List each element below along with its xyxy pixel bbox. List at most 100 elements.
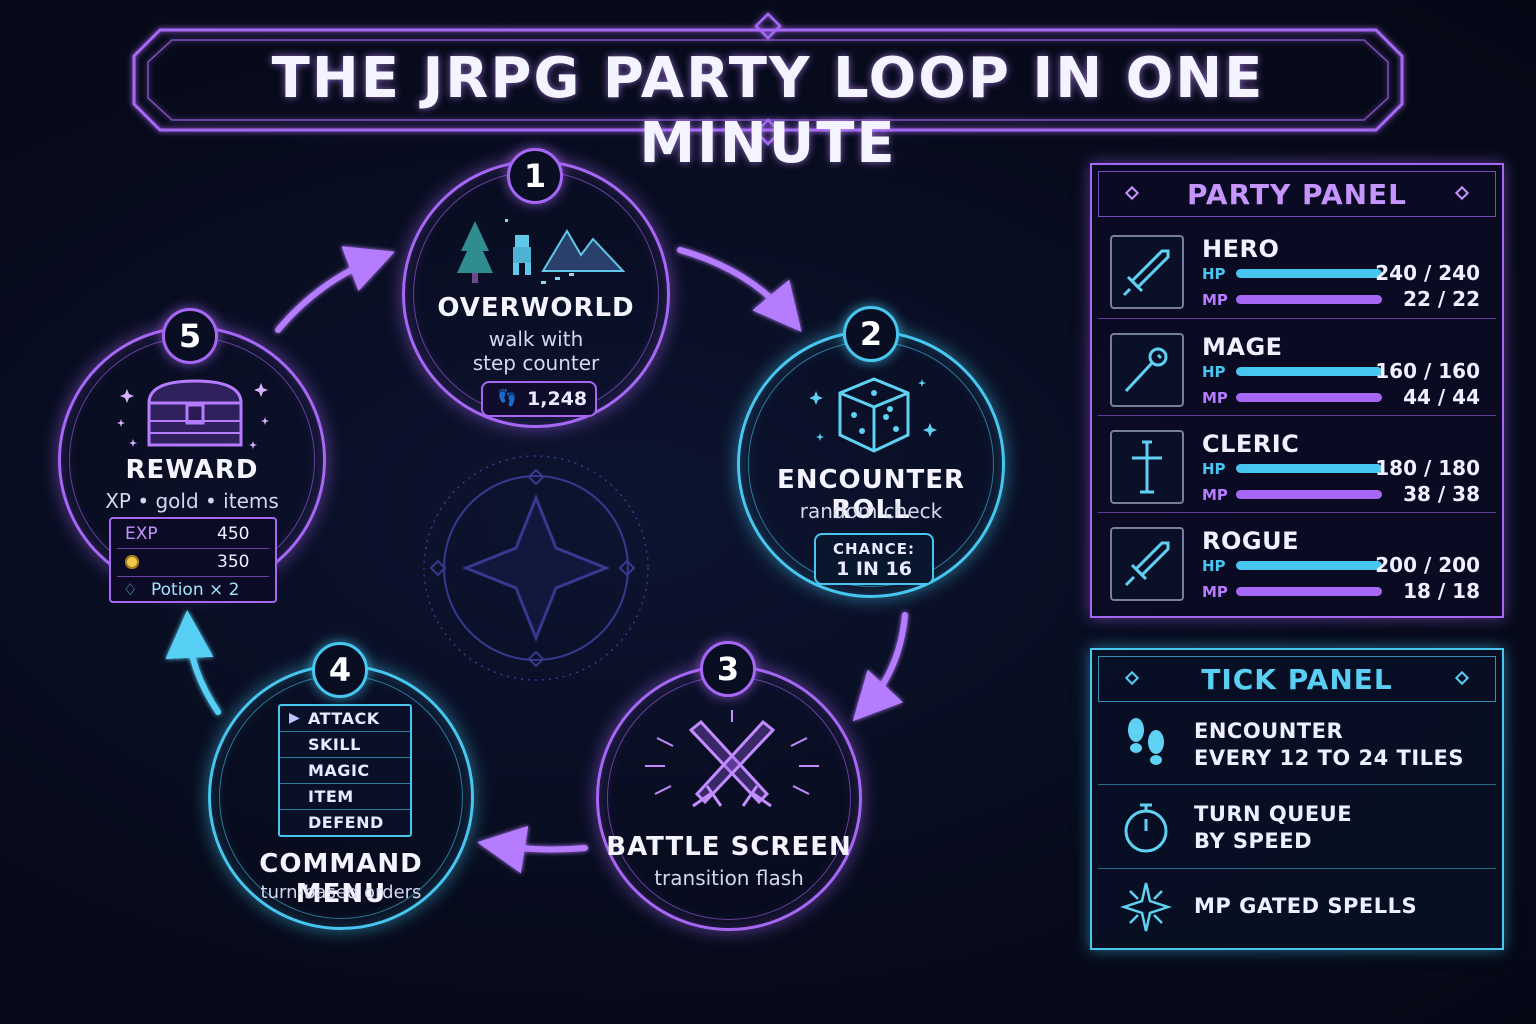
mp-value: 38 / 38 <box>1403 482 1480 506</box>
stage-title: BATTLE SCREEN <box>606 832 852 862</box>
hp-bar <box>1236 269 1382 278</box>
stage-title: COMMAND MENU <box>259 849 423 909</box>
stage-title: OVERWORLD <box>437 293 635 323</box>
staff-icon <box>1110 333 1184 407</box>
stage-subtitle-line1: walk with <box>488 327 584 351</box>
treasure-chest-icon <box>117 379 269 449</box>
footprints-icon <box>1128 718 1164 765</box>
mp-bar <box>1236 587 1382 596</box>
mp-label: MP <box>1202 486 1228 504</box>
hp-bar <box>1236 367 1382 376</box>
mp-value: 44 / 44 <box>1403 385 1480 409</box>
hp-label: HP <box>1202 265 1226 283</box>
menu-item-defend[interactable]: DEFEND <box>308 813 384 832</box>
stage-number-badge: 3 <box>700 641 756 697</box>
arrow-2-to-3 <box>852 612 908 722</box>
arrow-1-to-2 <box>677 247 802 332</box>
hp-value: 160 / 160 <box>1375 359 1480 383</box>
member-name: ROGUE <box>1202 527 1299 555</box>
hp-bar <box>1236 561 1382 570</box>
cross-icon <box>1110 430 1184 504</box>
diamond-icon <box>1454 185 1470 201</box>
tick-row-encounter: ENCOUNTER EVERY 12 TO 24 TILES <box>1098 702 1496 784</box>
party-member-rogue[interactable]: ROGUE HP 200 / 200 MP 18 / 18 <box>1098 512 1496 609</box>
arrow-3-to-4 <box>477 825 588 874</box>
sparkle-icon <box>1120 882 1172 932</box>
tick-panel-header: TICK PANEL <box>1098 656 1496 702</box>
coin-icon <box>125 555 139 569</box>
arrow-4-to-5 <box>165 610 221 715</box>
stage-number-badge: 5 <box>162 308 218 364</box>
tick-row-turn-queue: TURN QUEUE BY SPEED <box>1098 784 1496 869</box>
gold-value: 350 <box>217 552 250 572</box>
stage-subtitle: transition flash <box>654 866 804 890</box>
tick-panel: TICK PANEL ENCOUNTER EVERY 12 TO 24 TILE… <box>1090 648 1504 950</box>
reward-exp-row: EXP 450 <box>111 520 275 548</box>
sword-icon <box>1110 235 1184 309</box>
command-menu: ▶ATTACK SKILL MAGIC ITEM DEFEND <box>278 704 412 837</box>
dice-icon <box>810 377 937 453</box>
party-panel: PARTY PANEL HERO HP 240 / 240 MP 22 / 22… <box>1090 163 1504 618</box>
stage-subtitle-line2: step counter <box>472 351 600 375</box>
mp-label: MP <box>1202 291 1228 309</box>
crossed-swords-icon <box>645 710 819 808</box>
encounter-chance-chip: CHANCE: 1 IN 16 <box>814 533 934 585</box>
tick-line1: ENCOUNTER <box>1194 719 1344 743</box>
pixel-hero-landscape <box>457 219 625 284</box>
mp-bar <box>1236 393 1382 402</box>
dagger-icon <box>1110 527 1184 601</box>
member-name: CLERIC <box>1202 430 1300 458</box>
mp-bar <box>1236 490 1382 499</box>
step-counter-value: 1,248 <box>527 388 588 410</box>
hp-label: HP <box>1202 460 1226 478</box>
step-counter-chip: 👣 1,248 <box>481 381 597 417</box>
exp-value: 450 <box>217 524 250 544</box>
exp-label: EXP <box>125 524 158 544</box>
mp-label: MP <box>1202 583 1228 601</box>
stopwatch-icon <box>1124 803 1168 853</box>
mp-bar <box>1236 295 1382 304</box>
stage-title: ENCOUNTER ROLL <box>776 465 966 525</box>
mp-label: MP <box>1202 389 1228 407</box>
reward-table: EXP 450 350 ♢ Potion × 2 <box>109 517 277 603</box>
party-member-mage[interactable]: MAGE HP 160 / 160 MP 44 / 44 <box>1098 318 1496 415</box>
footprints-icon: 👣 <box>497 388 517 407</box>
party-member-hero[interactable]: HERO HP 240 / 240 MP 22 / 22 <box>1098 221 1496 317</box>
page-title: THE JRPG PARTY LOOP IN ONE MINUTE <box>271 46 1265 176</box>
reward-gold-row: 350 <box>111 548 275 576</box>
tick-panel-title: TICK PANEL <box>1201 663 1393 696</box>
menu-item-attack[interactable]: ▶ATTACK <box>280 706 410 732</box>
menu-item-magic[interactable]: MAGIC <box>280 758 410 784</box>
menu-item-skill[interactable]: SKILL <box>280 732 410 758</box>
compass-star-icon <box>423 455 649 681</box>
hp-value: 240 / 240 <box>1375 261 1480 285</box>
chance-label: CHANCE: <box>833 540 915 558</box>
hp-bar <box>1236 464 1382 473</box>
party-panel-title: PARTY PANEL <box>1186 178 1408 211</box>
stage-subtitle: turn-based orders <box>260 882 422 903</box>
member-name: HERO <box>1202 235 1280 263</box>
chance-value: 1 IN 16 <box>836 558 912 580</box>
stage-encounter-roll: ENCOUNTER ROLL random check CHANCE: 1 IN… <box>737 330 1005 598</box>
loop-arrows <box>165 246 908 874</box>
potion-bag-icon: ♢ <box>123 580 138 599</box>
hp-label: HP <box>1202 557 1226 575</box>
tick-line1: TURN QUEUE <box>1194 802 1353 826</box>
tick-line2: BY SPEED <box>1194 829 1313 853</box>
reward-item-row: ♢ Potion × 2 <box>111 576 275 604</box>
menu-item-item[interactable]: ITEM <box>280 784 410 810</box>
hp-value: 200 / 200 <box>1375 553 1480 577</box>
title-banner-frame <box>132 12 1404 146</box>
stage-title: REWARD <box>125 455 259 485</box>
stage-subtitle: random check <box>799 499 943 523</box>
arrow-5-to-1 <box>275 246 395 333</box>
member-name: MAGE <box>1202 333 1283 361</box>
stage-number-badge: 1 <box>507 148 563 204</box>
stage-number-badge: 4 <box>312 642 368 698</box>
diamond-icon <box>1454 670 1470 686</box>
diamond-icon <box>1124 670 1140 686</box>
mp-value: 18 / 18 <box>1403 579 1480 603</box>
hp-label: HP <box>1202 363 1226 381</box>
item-label: Potion × 2 <box>151 580 240 600</box>
party-member-cleric[interactable]: CLERIC HP 180 / 180 MP 38 / 38 <box>1098 415 1496 512</box>
